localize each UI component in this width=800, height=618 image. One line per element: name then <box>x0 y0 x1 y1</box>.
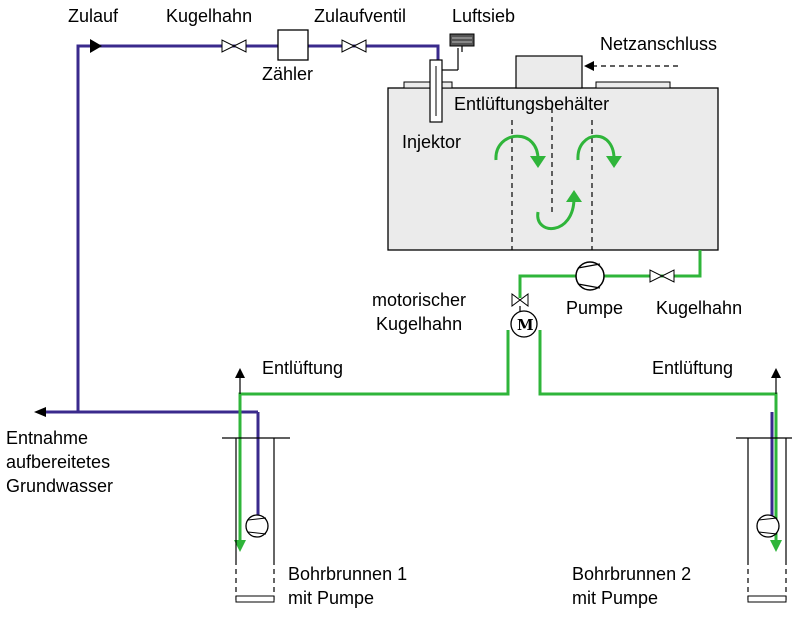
inlet-valve-icon <box>341 39 367 53</box>
well-1 <box>222 437 290 603</box>
power-connection-arrow <box>584 61 594 71</box>
air-filter-icon <box>449 33 475 52</box>
vent-arrow-left <box>235 368 245 394</box>
tank-lid-right <box>595 81 671 89</box>
label-kugelhahn-right: Kugelhahn <box>656 298 742 318</box>
label-bohrbrunnen1-1: Bohrbrunnen 1 <box>288 564 407 584</box>
ball-valve-top-icon <box>221 39 247 53</box>
motor-valve-right-pipe <box>538 330 778 548</box>
label-kugelhahn-motor: Kugelhahn <box>376 314 462 334</box>
label-entnahme-2: aufbereitetes <box>6 452 110 472</box>
power-connection-box <box>515 55 583 89</box>
well1-green-arrow <box>234 540 246 552</box>
vent-arrow-right <box>771 368 781 394</box>
label-entlueftung-left: Entlüftung <box>262 358 343 378</box>
well-2 <box>736 437 792 603</box>
circulation-arrows <box>494 134 622 231</box>
label-injektor: Injektor <box>402 132 461 152</box>
ball-valve-right-icon <box>649 269 675 283</box>
label-bohrbrunnen1-2: mit Pumpe <box>288 588 374 608</box>
injector-icon <box>429 48 459 123</box>
well2-green-arrow <box>770 540 782 552</box>
motorized-ball-valve-icon: M <box>510 293 538 338</box>
label-zaehler: Zähler <box>262 64 313 84</box>
label-entnahme-1: Entnahme <box>6 428 88 448</box>
label-motorischer: motorischer <box>372 290 466 310</box>
label-zulaufventil: Zulaufventil <box>314 6 406 26</box>
meter-box <box>277 29 309 61</box>
inlet-pipe <box>76 44 440 412</box>
label-kugelhahn-top: Kugelhahn <box>166 6 252 26</box>
venting-tank <box>387 87 719 251</box>
label-luftsieb: Luftsieb <box>452 6 515 26</box>
inlet-flow-arrow <box>90 39 102 53</box>
tank-lid-left <box>403 81 453 89</box>
label-entnahme-3: Grundwasser <box>6 476 113 496</box>
label-entlueftungsbehaelter: Entlüftungsbehälter <box>454 94 609 114</box>
tank-outlet-pipe <box>518 250 702 298</box>
motor-valve-left-pipe <box>238 330 510 548</box>
label-entlueftung-right: Entlüftung <box>652 358 733 378</box>
pump-icon <box>575 261 605 291</box>
label-bohrbrunnen2-2: mit Pumpe <box>572 588 658 608</box>
extraction-arrow <box>34 407 46 417</box>
motor-symbol: M <box>517 316 534 334</box>
label-netzanschluss: Netzanschluss <box>600 34 717 54</box>
well2-pump-icon <box>756 514 780 538</box>
label-pumpe: Pumpe <box>566 298 623 318</box>
well1-pump-icon <box>245 514 269 538</box>
label-bohrbrunnen2-1: Bohrbrunnen 2 <box>572 564 691 584</box>
label-zulauf: Zulauf <box>68 6 119 26</box>
